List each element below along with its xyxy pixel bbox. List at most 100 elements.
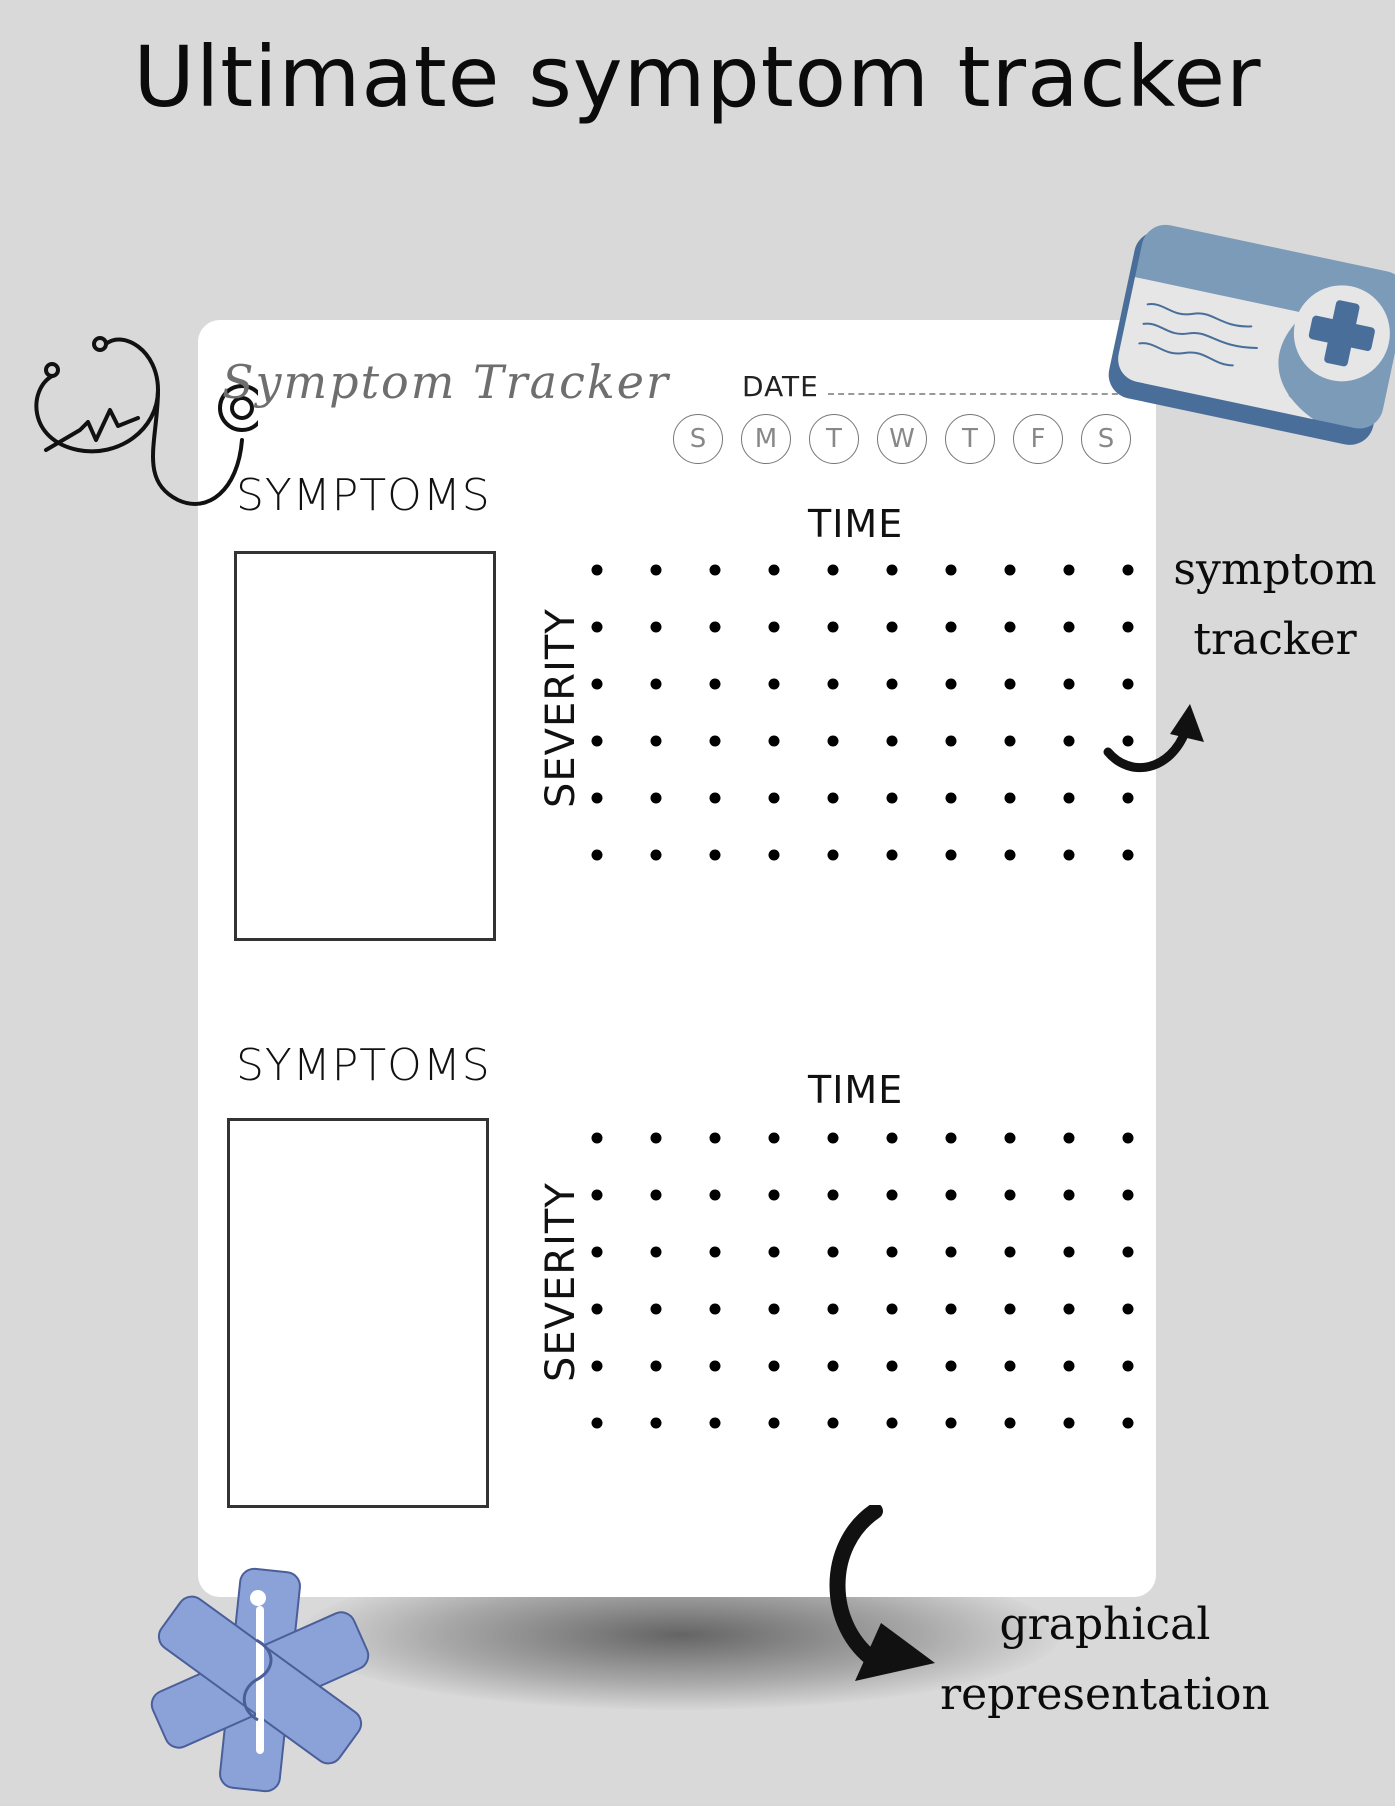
day-circle-fri[interactable]: F — [1013, 414, 1063, 464]
grid-dot[interactable] — [1063, 1246, 1075, 1258]
grid-dot[interactable] — [945, 1303, 957, 1315]
grid-dot[interactable] — [650, 849, 662, 861]
grid-dot[interactable] — [768, 1246, 780, 1258]
grid-dot[interactable] — [945, 735, 957, 747]
grid-dot[interactable] — [1004, 564, 1016, 576]
grid-dot[interactable] — [591, 849, 603, 861]
grid-dot[interactable] — [650, 678, 662, 690]
grid-dot[interactable] — [886, 1360, 898, 1372]
grid-dot[interactable] — [1063, 1303, 1075, 1315]
grid-dot[interactable] — [768, 1189, 780, 1201]
grid-dot[interactable] — [945, 621, 957, 633]
grid-dot[interactable] — [709, 1132, 721, 1144]
grid-dot[interactable] — [827, 564, 839, 576]
grid-dot[interactable] — [709, 1189, 721, 1201]
grid-dot[interactable] — [768, 735, 780, 747]
grid-dot[interactable] — [709, 1360, 721, 1372]
grid-dot[interactable] — [1063, 1360, 1075, 1372]
severity-time-grid[interactable] — [580, 1118, 1140, 1438]
grid-dot[interactable] — [1063, 564, 1075, 576]
grid-dot[interactable] — [650, 1360, 662, 1372]
grid-dot[interactable] — [945, 678, 957, 690]
grid-dot[interactable] — [1122, 1246, 1134, 1258]
grid-dot[interactable] — [945, 1189, 957, 1201]
grid-dot[interactable] — [1122, 1417, 1134, 1429]
grid-dot[interactable] — [886, 564, 898, 576]
grid-dot[interactable] — [1122, 1303, 1134, 1315]
grid-dot[interactable] — [709, 621, 721, 633]
grid-dot[interactable] — [709, 564, 721, 576]
grid-dot[interactable] — [827, 1189, 839, 1201]
grid-dot[interactable] — [1122, 849, 1134, 861]
grid-dot[interactable] — [945, 792, 957, 804]
grid-dot[interactable] — [1122, 621, 1134, 633]
grid-dot[interactable] — [650, 1132, 662, 1144]
day-circle-tue[interactable]: T — [809, 414, 859, 464]
grid-dot[interactable] — [650, 621, 662, 633]
grid-dot[interactable] — [886, 1417, 898, 1429]
grid-dot[interactable] — [1004, 1246, 1016, 1258]
grid-dot[interactable] — [945, 564, 957, 576]
grid-dot[interactable] — [591, 1303, 603, 1315]
day-circle-sun[interactable]: S — [673, 414, 723, 464]
grid-dot[interactable] — [1063, 621, 1075, 633]
grid-dot[interactable] — [650, 1417, 662, 1429]
grid-dot[interactable] — [827, 1132, 839, 1144]
grid-dot[interactable] — [591, 1132, 603, 1144]
grid-dot[interactable] — [591, 1246, 603, 1258]
grid-dot[interactable] — [1122, 792, 1134, 804]
grid-dot[interactable] — [650, 735, 662, 747]
grid-dot[interactable] — [709, 1303, 721, 1315]
grid-dot[interactable] — [1004, 849, 1016, 861]
grid-dot[interactable] — [591, 564, 603, 576]
grid-dot[interactable] — [827, 1246, 839, 1258]
grid-dot[interactable] — [591, 792, 603, 804]
grid-dot[interactable] — [1122, 564, 1134, 576]
grid-dot[interactable] — [1004, 621, 1016, 633]
grid-dot[interactable] — [768, 1417, 780, 1429]
grid-dot[interactable] — [827, 735, 839, 747]
grid-dot[interactable] — [1004, 1189, 1016, 1201]
grid-dot[interactable] — [709, 849, 721, 861]
grid-dot[interactable] — [886, 1303, 898, 1315]
grid-dot[interactable] — [768, 792, 780, 804]
grid-dot[interactable] — [591, 1189, 603, 1201]
grid-dot[interactable] — [945, 1132, 957, 1144]
symptoms-box[interactable] — [234, 551, 496, 941]
grid-dot[interactable] — [768, 564, 780, 576]
grid-dot[interactable] — [886, 1189, 898, 1201]
grid-dot[interactable] — [1122, 1132, 1134, 1144]
grid-dot[interactable] — [768, 1132, 780, 1144]
grid-dot[interactable] — [1122, 678, 1134, 690]
grid-dot[interactable] — [886, 849, 898, 861]
grid-dot[interactable] — [827, 792, 839, 804]
grid-dot[interactable] — [945, 1246, 957, 1258]
grid-dot[interactable] — [591, 1417, 603, 1429]
day-circle-thu[interactable]: T — [945, 414, 995, 464]
grid-dot[interactable] — [886, 792, 898, 804]
grid-dot[interactable] — [945, 1360, 957, 1372]
grid-dot[interactable] — [1004, 1303, 1016, 1315]
grid-dot[interactable] — [1063, 735, 1075, 747]
grid-dot[interactable] — [709, 1246, 721, 1258]
grid-dot[interactable] — [591, 1360, 603, 1372]
grid-dot[interactable] — [709, 678, 721, 690]
grid-dot[interactable] — [827, 678, 839, 690]
grid-dot[interactable] — [650, 564, 662, 576]
grid-dot[interactable] — [827, 621, 839, 633]
grid-dot[interactable] — [650, 1303, 662, 1315]
grid-dot[interactable] — [886, 621, 898, 633]
grid-dot[interactable] — [886, 1132, 898, 1144]
grid-dot[interactable] — [827, 1303, 839, 1315]
grid-dot[interactable] — [1063, 1132, 1075, 1144]
grid-dot[interactable] — [945, 1417, 957, 1429]
grid-dot[interactable] — [768, 1303, 780, 1315]
grid-dot[interactable] — [827, 849, 839, 861]
grid-dot[interactable] — [709, 792, 721, 804]
grid-dot[interactable] — [591, 678, 603, 690]
grid-dot[interactable] — [945, 849, 957, 861]
grid-dot[interactable] — [1122, 1189, 1134, 1201]
grid-dot[interactable] — [591, 621, 603, 633]
day-circle-wed[interactable]: W — [877, 414, 927, 464]
grid-dot[interactable] — [1004, 792, 1016, 804]
